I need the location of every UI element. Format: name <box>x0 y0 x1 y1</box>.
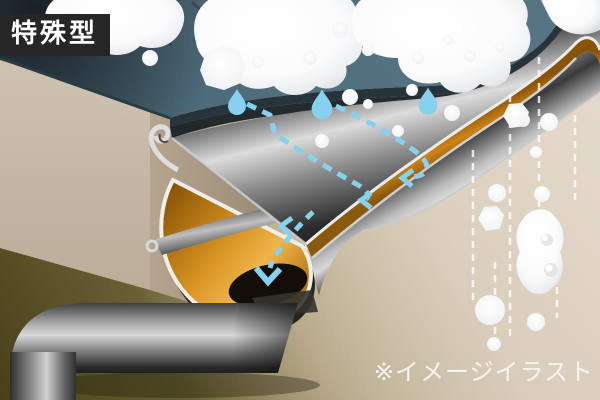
roof-gable-edge <box>0 56 171 120</box>
water-droplet-icon <box>311 89 333 120</box>
flow-arrow-icon <box>253 210 315 287</box>
water-droplet-icon <box>418 87 438 115</box>
image-caption: ※イメージイラスト <box>374 352 594 387</box>
front-wall-bottom-rim <box>361 91 600 232</box>
downpipe <box>10 290 320 400</box>
falling-snow <box>475 103 564 351</box>
pipe-end-shading <box>222 303 298 373</box>
snow-on-cover <box>315 42 530 148</box>
image-caption-text: ※イメージイラスト <box>373 359 594 386</box>
pipe-vertical-section <box>10 352 76 400</box>
pipe-shadow <box>40 372 320 398</box>
flow-arrow-icon <box>245 101 373 210</box>
divider-curl-icon <box>145 239 159 253</box>
roof-fascia <box>170 0 572 127</box>
water-droplets <box>228 87 438 120</box>
wall-front-face <box>0 60 150 290</box>
pipe-horizontal-section <box>10 303 298 400</box>
cover-surface <box>172 0 600 244</box>
type-badge-label: 特殊型 <box>11 18 99 48</box>
water-droplet-icon <box>228 89 246 115</box>
cover-curl-shadow <box>158 133 169 144</box>
water-flow-arrows <box>245 101 430 287</box>
front-wall-top-rim <box>311 57 577 259</box>
inner-divider-sheet <box>154 202 303 255</box>
flow-arrow-icon <box>334 103 430 188</box>
type-badge: 特殊型 <box>0 14 111 56</box>
eave-shadow <box>170 9 576 138</box>
